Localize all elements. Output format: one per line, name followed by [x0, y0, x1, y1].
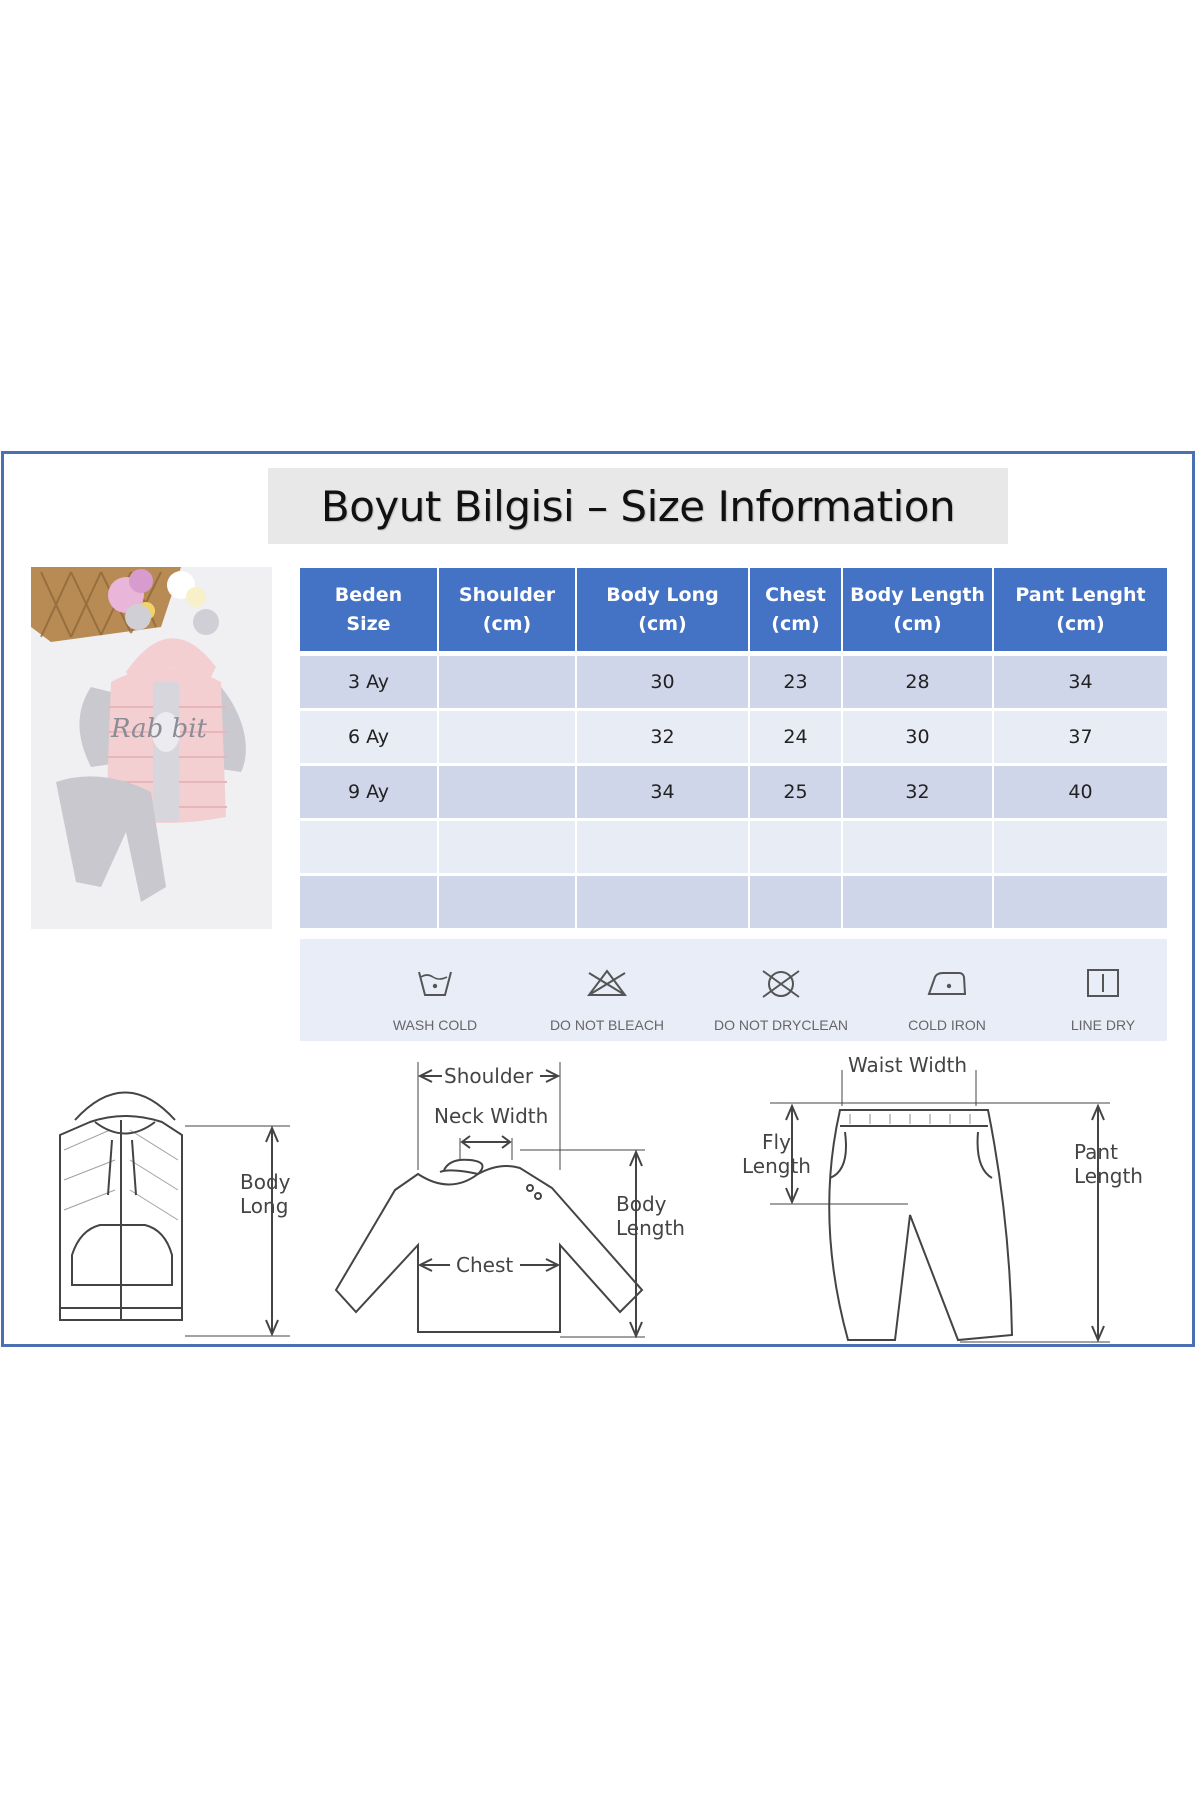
care-item-cold-iron: COLD IRON	[882, 939, 1012, 1041]
do-not-dryclean-icon	[762, 970, 800, 998]
table-cell	[300, 819, 439, 876]
table-cell	[576, 874, 750, 931]
label-waist-width: Waist Width	[848, 1053, 968, 1077]
table-cell: 30	[842, 709, 994, 766]
table-cell: 30	[576, 653, 750, 711]
care-label: DO NOT DRYCLEAN	[713, 1017, 849, 1033]
header-body-length: Body Length(cm)	[842, 568, 994, 656]
table-cell: 34	[993, 653, 1167, 711]
table-row: 3 Ay 30 23 28 34	[300, 653, 1167, 711]
header-shoulder: Shoulder(cm)	[438, 568, 577, 656]
care-label: COLD IRON	[908, 1017, 986, 1033]
label-chest: Chest	[456, 1253, 514, 1277]
table-cell: 28	[842, 653, 994, 711]
care-item-do-not-bleach: DO NOT BLEACH	[532, 939, 682, 1041]
do-not-bleach-icon	[587, 969, 627, 996]
vest-drawing	[59, 1091, 183, 1321]
table-cell	[438, 764, 577, 821]
table-cell: 37	[993, 709, 1167, 766]
table-cell	[300, 874, 439, 931]
table-cell	[438, 874, 577, 931]
title-banner: Boyut Bilgisi – Size Information	[268, 468, 1008, 544]
care-label: DO NOT BLEACH	[549, 1017, 665, 1033]
baby-outfit-illustration: Rab bit	[31, 567, 272, 929]
table-row	[300, 874, 1167, 931]
table-cell: 23	[749, 653, 843, 711]
table-cell: 24	[749, 709, 843, 766]
table-cell	[576, 819, 750, 876]
table-cell: 3 Ay	[300, 653, 439, 711]
care-label: WASH COLD	[392, 1017, 478, 1033]
table-cell	[749, 819, 843, 876]
table-cell	[438, 653, 577, 711]
table-cell: 6 Ay	[300, 709, 439, 766]
table-cell: 34	[576, 764, 750, 821]
table-cell: 40	[993, 764, 1167, 821]
table-cell: 32	[842, 764, 994, 821]
shirt-drawing	[334, 1158, 644, 1333]
wash-cold-icon	[418, 971, 452, 996]
table-cell	[993, 874, 1167, 931]
header-pant-lenght: Pant Lenght(cm)	[993, 568, 1167, 656]
product-photo: Rab bit	[31, 567, 272, 929]
table-cell: 25	[749, 764, 843, 821]
care-item-wash-cold: WASH COLD	[370, 939, 500, 1041]
care-item-line-dry: LINE DRY	[1048, 939, 1158, 1041]
photo-print-text: Rab bit	[110, 714, 208, 744]
table-row: 6 Ay 32 24 30 37	[300, 709, 1167, 766]
measurement-diagrams	[59, 1062, 1110, 1343]
care-instructions: WASH COLD DO NOT BLEACH DO NOT DRYCLEAN …	[300, 939, 1167, 1041]
table-cell	[438, 819, 577, 876]
table-cell	[842, 819, 994, 876]
table-row	[300, 819, 1167, 876]
table-cell	[993, 819, 1167, 876]
table-cell: 32	[576, 709, 750, 766]
table-cell	[842, 874, 994, 931]
table-row: 9 Ay 34 25 32 40	[300, 764, 1167, 821]
header-chest: Chest(cm)	[749, 568, 843, 656]
care-label: LINE DRY	[1070, 1017, 1136, 1033]
header-body-long: Body Long(cm)	[576, 568, 750, 656]
table-cell	[438, 709, 577, 766]
table-cell	[749, 874, 843, 931]
page-title: Boyut Bilgisi – Size Information	[320, 481, 956, 531]
line-dry-icon	[1087, 969, 1119, 997]
label-shoulder: Shoulder	[444, 1064, 534, 1088]
table-cell: 9 Ay	[300, 764, 439, 821]
pants-drawing	[828, 1109, 1014, 1342]
care-item-do-not-dryclean: DO NOT DRYCLEAN	[696, 939, 866, 1041]
label-neck-width: Neck Width	[434, 1104, 549, 1128]
cold-iron-icon	[927, 972, 967, 995]
